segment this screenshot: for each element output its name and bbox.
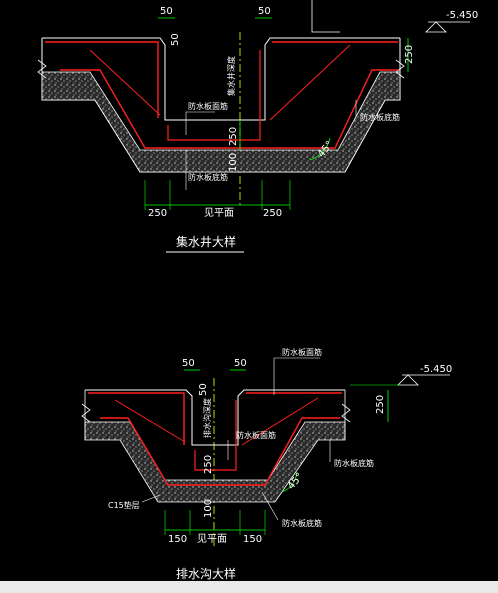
sump-break-mark-right [395, 59, 405, 79]
trench-leader-bottom-rebar [261, 491, 279, 521]
trench-break-mark-right [341, 403, 351, 423]
trench-label-mid-rebar: 防水板面筋 [236, 430, 276, 440]
sump-cushion-hatch [41, 71, 401, 173]
sump-dim-right-vertical: 250 [404, 45, 415, 64]
sump-dim-bottom-mid: 见平面 [204, 207, 234, 219]
sump-dim-depth: 250 [228, 127, 239, 146]
sump-rebar-inner [167, 50, 261, 141]
sump-rebar-top [45, 41, 159, 118]
sump-dim-top-vertical: 50 [170, 33, 181, 46]
sump-label-bottom-rebar: 防水板底筋 [188, 172, 228, 182]
trench-dim-bottom-mid: 见平面 [197, 533, 227, 545]
trench-title: 排水沟大样 [176, 566, 236, 581]
trench-dim-top-left: 50 [182, 358, 195, 369]
trench-rebar-bottom [100, 417, 340, 486]
trench-outline-inner [85, 389, 345, 446]
sump-dim-slab: 100 [228, 153, 239, 172]
trench-rebar-diag-right [241, 397, 319, 446]
sump-dim-bottom-left: 250 [148, 208, 167, 219]
sump-rebar-diag-left [89, 49, 161, 116]
trench-rebar-inner [194, 400, 237, 471]
trench-break-mark-left [81, 403, 91, 423]
trench-angle-arc [281, 471, 298, 493]
sump-label-top-rebar: 防水板面筋 [188, 101, 228, 111]
sump-dim-top-right: 50 [258, 6, 271, 17]
trench-dim-bottom-left: 150 [168, 534, 187, 545]
trench-label-vertical: 排水沟深度 [202, 398, 212, 438]
sump-elevation-marker [425, 21, 447, 33]
trench-dim-top-right: 50 [234, 358, 247, 369]
trench-rebar-diag-left [114, 399, 186, 443]
drain-trench-detail: 50 50 50 250 250 100 150 见平面 150 45° -5.… [81, 347, 452, 584]
trench-label-bottom-rebar: 防水板底筋 [282, 518, 322, 528]
trench-dim-top-vertical: 50 [198, 383, 209, 396]
sump-pit-detail: 50 50 50 250 250 100 250 见平面 250 45° -5.… [37, 0, 478, 253]
sump-rebar-diag-right [269, 44, 351, 121]
trench-label-right-rebar: 防水板底筋 [334, 458, 374, 468]
trench-dim-depth: 250 [203, 455, 214, 474]
sump-label-vertical: 集水井深度 [226, 56, 236, 96]
sump-label-right-rebar: 防水板底筋 [360, 112, 400, 122]
trench-leader-cushion [141, 494, 161, 503]
trench-label-top-rebar: 防水板面筋 [282, 347, 322, 357]
sump-angle-arc [309, 137, 331, 161]
sump-outline-inner [42, 37, 400, 121]
trench-elevation-marker [397, 374, 419, 386]
trench-dim-slab: 100 [203, 499, 214, 518]
trench-rebar-top-left [88, 392, 185, 445]
trench-label-cushion: C15垫层 [108, 500, 140, 510]
sump-dim-bottom-right: 250 [263, 208, 282, 219]
sump-break-mark-left [37, 59, 47, 79]
sump-dim-top-left: 50 [160, 6, 173, 17]
sump-title: 集水井大样 [176, 234, 236, 249]
trench-dim-bottom-right: 150 [243, 534, 262, 545]
trench-elevation: -5.450 [420, 364, 452, 375]
sump-elevation: -5.450 [446, 10, 478, 21]
window-bottom-strip [0, 581, 498, 593]
sump-pipe-stub [311, 0, 340, 33]
trench-dim-right-vertical: 250 [375, 395, 386, 414]
